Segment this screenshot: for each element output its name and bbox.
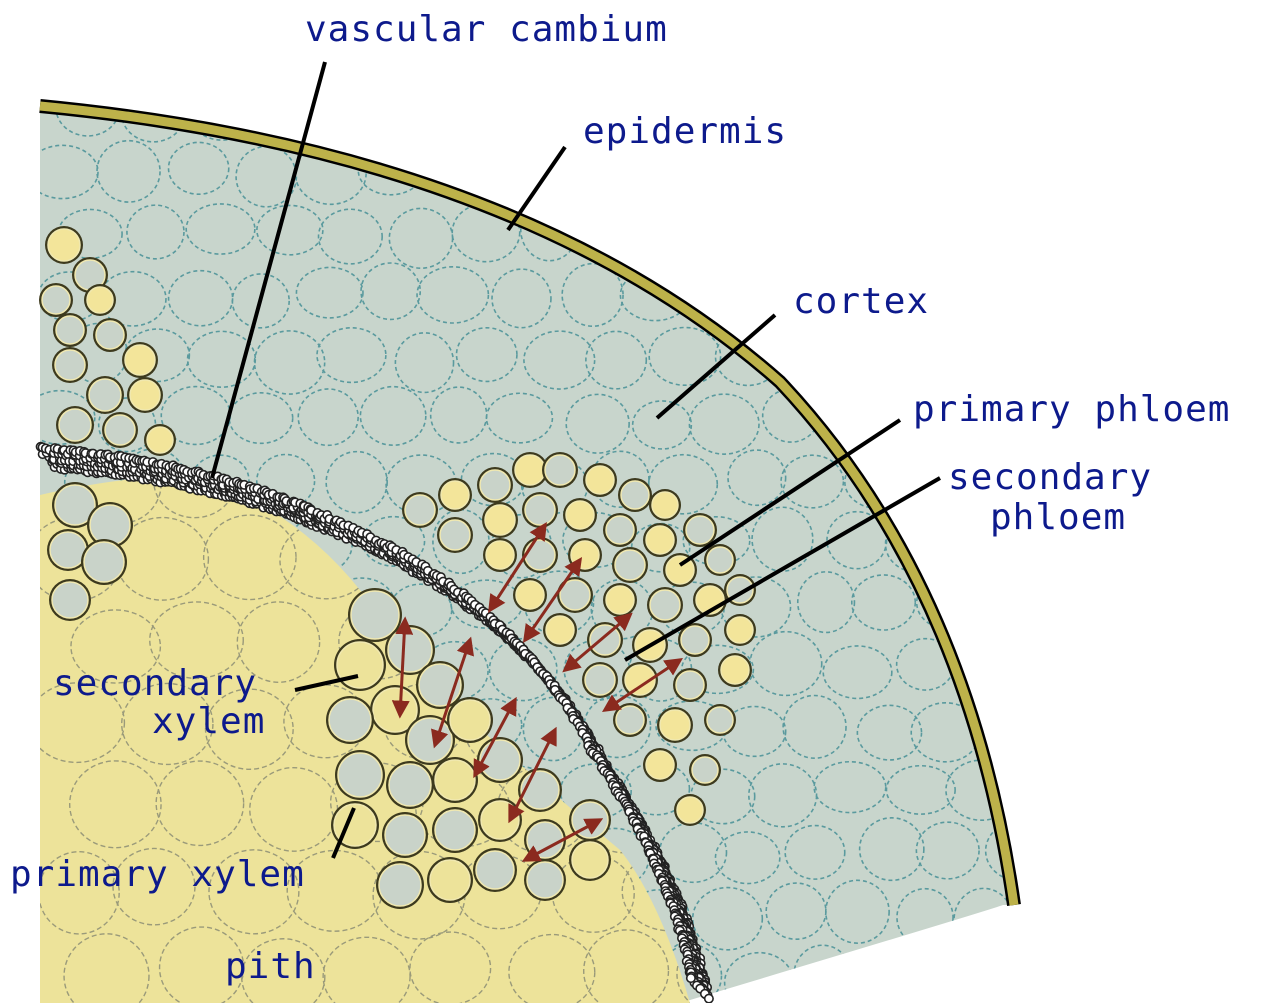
- label-secondary-xylem-line1: secondary: [53, 664, 257, 704]
- label-secondary-phloem-line2: phloem: [990, 498, 1126, 538]
- label-pith: pith: [225, 947, 316, 987]
- label-epidermis: epidermis: [583, 112, 787, 152]
- label-cortex: cortex: [793, 282, 929, 322]
- label-secondary-xylem-line2: xylem: [152, 702, 265, 742]
- label-secondary-phloem-line1: secondary: [948, 458, 1152, 498]
- label-primary-xylem: primary xylem: [10, 855, 305, 895]
- leader-epidermis: [508, 147, 565, 230]
- label-primary-phloem: primary phloem: [913, 390, 1230, 430]
- label-vascular-cambium: vascular cambium: [305, 10, 668, 50]
